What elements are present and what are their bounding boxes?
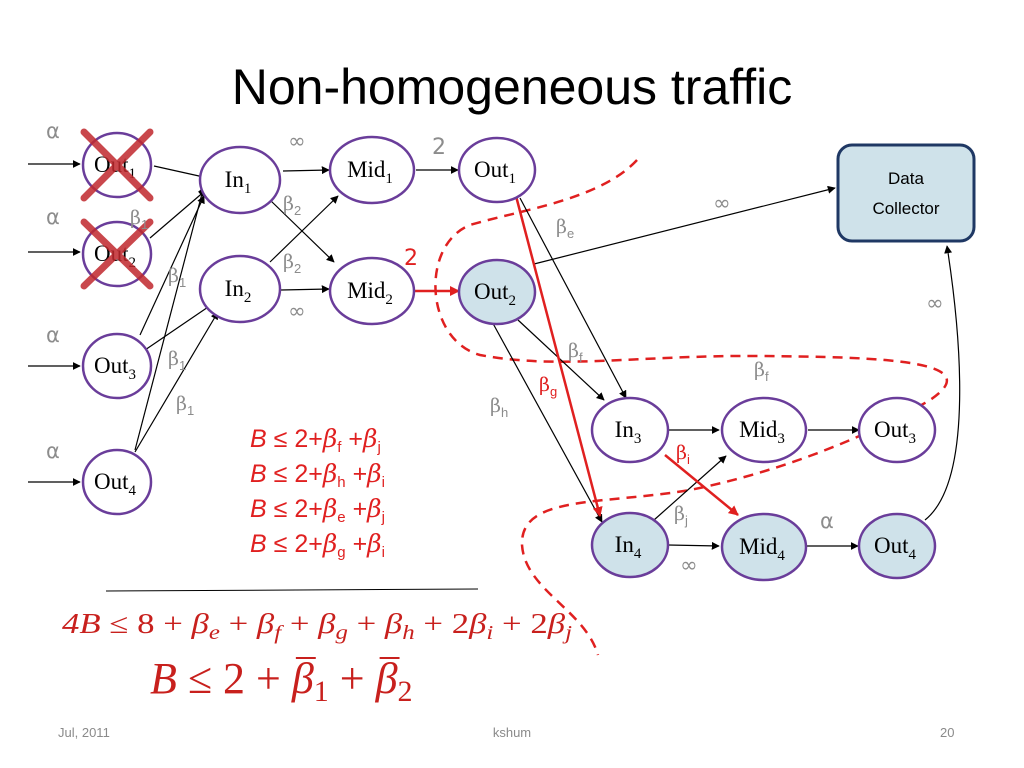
beta-label-e: βe [556, 216, 574, 241]
node-label: Out3 [94, 353, 136, 383]
infinity-label-out4-collector: ∞ [926, 291, 944, 315]
inequality-line-2: B ≤ 2+βh +βi [250, 459, 385, 491]
node-mid2: Mid2 [328, 256, 416, 326]
node-label: In2 [225, 276, 252, 306]
beta-label-src3-in1: β1 [168, 265, 186, 290]
node-label: Out3 [874, 417, 916, 447]
inequality-line-1: B ≤ 2+βf +βj [250, 424, 381, 456]
cut-curves [434, 159, 948, 656]
beta-label-in1-mid2: β2 [283, 193, 301, 218]
node-in4: In4 [590, 511, 670, 579]
node-circle [857, 396, 937, 464]
beta-label-i: βi [676, 442, 690, 467]
data-collector-line1: Data [888, 169, 924, 188]
beta-label-g: βg [539, 374, 557, 399]
red-arrows [415, 195, 739, 517]
capacity-label-mid1-out1: 2 [432, 135, 446, 160]
node-mid3: Mid3 [720, 396, 808, 464]
infinity-label-in1-mid1: ∞ [288, 129, 306, 153]
beta-label-src4: β1 [176, 393, 194, 418]
node-circle [590, 511, 670, 579]
data-collector-line2: Collector [872, 199, 939, 218]
infinity-label-in2-mid2: ∞ [288, 299, 306, 323]
node-label: Out1 [474, 157, 516, 187]
footer-date: Jul, 2011 [58, 725, 110, 740]
node-mid4: Mid4 [720, 512, 808, 582]
infinity-label-out2-collector: ∞ [713, 191, 731, 215]
node-in3: In3 [590, 396, 670, 464]
final-formula-text: B ≤ 2 + β1 + β2 [150, 654, 413, 708]
node-circle [328, 135, 416, 205]
node-src-out4: Out4 [81, 448, 153, 516]
node-circle [720, 512, 808, 582]
node-out3: Out3 [857, 396, 937, 464]
alpha-label-4: α [46, 439, 60, 463]
alpha-label-mid4-out4: α [820, 509, 834, 533]
node-circle [857, 512, 937, 580]
node-label: Mid2 [347, 278, 393, 308]
node-out2: Out2 [457, 258, 537, 326]
data-collector-box [836, 143, 976, 243]
node-circle [590, 396, 670, 464]
inequality-line-3: B ≤ 2+βe +βj [250, 494, 385, 526]
node-circle [328, 256, 416, 326]
inequalities: B ≤ 2+βf +βjB ≤ 2+βh +βiB ≤ 2+βe +βjB ≤ … [250, 424, 385, 561]
node-circle [457, 136, 537, 204]
infinity-label-in4-mid4: ∞ [680, 553, 698, 577]
data-collector: Data Collector [836, 143, 976, 243]
beta-label-src3-in2: β1 [168, 348, 186, 373]
node-src-out3: Out3 [81, 332, 153, 400]
node-out1: Out1 [457, 136, 537, 204]
footer-page-number: 20 [940, 725, 955, 740]
node-mid1: Mid1 [328, 135, 416, 205]
node-label: In3 [615, 417, 642, 447]
cut-curve-upper [434, 159, 948, 656]
slide-title: Non-homogeneous traffic [231, 59, 793, 115]
node-out4: Out4 [857, 512, 937, 580]
node-circle [457, 258, 537, 326]
node-label: Mid4 [739, 534, 785, 564]
beta-label-in2-mid1: β2 [283, 251, 301, 276]
node-circle [198, 145, 282, 215]
node-label: Mid3 [739, 417, 785, 447]
node-circle [81, 332, 153, 400]
edges [28, 160, 961, 550]
beta-label-src2: β1 [130, 207, 148, 232]
final-formula: B ≤ 2 + β1 + β2 [150, 654, 413, 708]
node-label: Out4 [874, 533, 917, 563]
node-in1: In1 [198, 145, 282, 215]
node-circle [81, 448, 153, 516]
node-label: Mid1 [347, 157, 393, 187]
footer-author: kshum [492, 725, 532, 740]
beta-label-h: βh [490, 395, 508, 420]
beta-label-j: βj [674, 503, 688, 528]
alpha-label-3: α [46, 323, 60, 347]
node-label: In4 [615, 532, 642, 562]
inequality-line-4: B ≤ 2+βg +βi [250, 529, 385, 561]
failed-node-crosses [80, 128, 154, 290]
node-circle [198, 254, 282, 324]
node-label: In1 [225, 167, 252, 197]
capacity-label-mid2-out2: 2 [404, 246, 418, 271]
node-label: Out2 [474, 279, 516, 309]
beta-label-f-cut: βf [754, 359, 769, 384]
sum-separator-line [105, 588, 479, 592]
alpha-label-1: α [46, 119, 60, 143]
node-label: Out4 [94, 469, 137, 499]
node-circle [720, 396, 808, 464]
alpha-label-2: α [46, 205, 60, 229]
beta-label-f-edge: βf [568, 340, 583, 365]
node-in2: In2 [198, 254, 282, 324]
